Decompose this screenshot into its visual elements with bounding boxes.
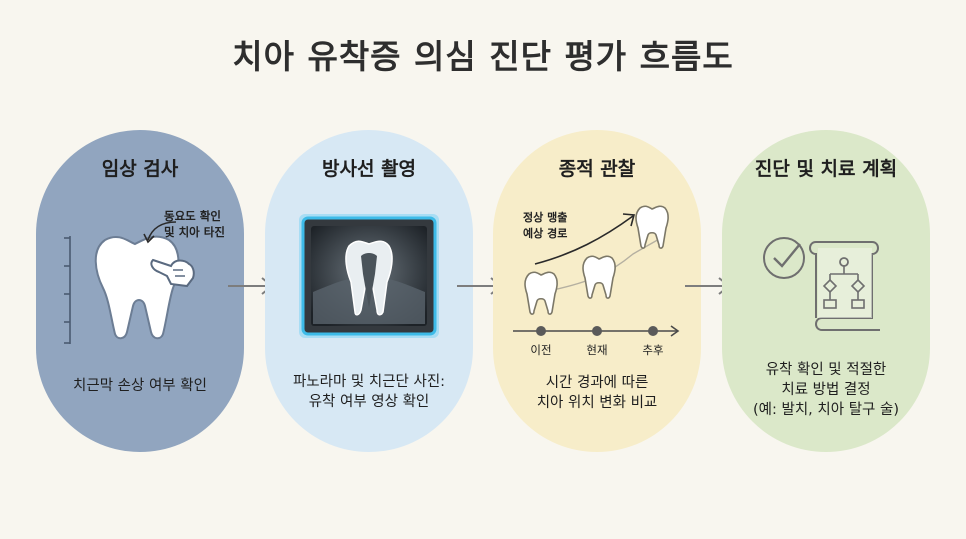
- eruption-path-note: 정상 맹출 예상 경로: [523, 211, 568, 240]
- timeline-label-now: 현재: [586, 343, 608, 357]
- page-title: 치아 유착증 의심 진단 평가 흐름도: [232, 37, 734, 76]
- pointing-hand-icon: [150, 258, 195, 288]
- stage-description: 파노라마 및 치근단 사진: 유착 여부 영상 확인: [292, 374, 446, 410]
- timeline-label-later: 추후: [642, 343, 664, 357]
- flowchart-scroll-icon: [809, 241, 880, 331]
- stage-clinical-exam: 임상 검사 동요도 확인 및 치아 타진 치근막 손상 여부 확인: [36, 130, 244, 452]
- timeline-axis: [513, 325, 680, 337]
- stage-diagnosis-treatment: 진단 및 치료 계획 유착 확인 및 적절한 치료 방법 결정 (예: 발치, …: [722, 130, 930, 452]
- curved-arrow-icon: [143, 221, 177, 244]
- timeline-label-before: 이전: [530, 343, 552, 357]
- check-circle-icon: [763, 237, 805, 279]
- stage-radiograph: 방사선 촬영 파노라마 및 치근단 사진: 유착 여부 영상 확인: [265, 130, 473, 452]
- stage-longitudinal-observation: 종적 관찰 정상 맹출 예상 경로 이전 현재 추후 시간 경과에 따른 치아 …: [493, 130, 701, 452]
- xray-tooth-icon: [299, 214, 439, 338]
- stage-description: 시간 경과에 따른 치아 위치 변화 비교: [536, 375, 658, 411]
- stage-title: 진단 및 치료 계획: [754, 158, 898, 180]
- clinical-note: 동요도 확인 및 치아 타진: [164, 209, 225, 239]
- stage-description: 치근막 손상 여부 확인: [73, 378, 207, 394]
- eruption-path-arrow-icon: [534, 213, 636, 265]
- tooth-icon: [524, 271, 558, 315]
- measure-ruler-icon: [64, 236, 71, 344]
- stage-title: 방사선 촬영: [321, 158, 416, 180]
- tooth-icon: [635, 205, 669, 249]
- tooth-icon: [582, 255, 616, 299]
- stage-title: 임상 검사: [101, 158, 179, 180]
- stage-title: 종적 관찰: [558, 158, 636, 180]
- stage-description: 유착 확인 및 적절한 치료 방법 결정 (예: 발치, 치아 탈구 술): [753, 362, 899, 418]
